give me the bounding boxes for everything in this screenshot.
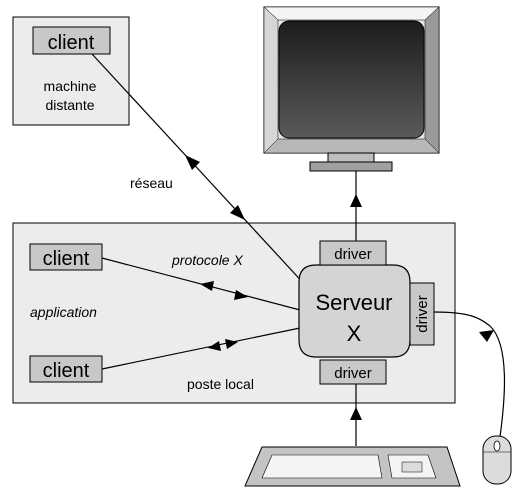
remote-machine-label-line1: machine xyxy=(44,78,97,94)
driver-bottom-box xyxy=(319,359,387,385)
local-client-bottom: client xyxy=(29,355,103,383)
remote-client-box xyxy=(32,26,111,55)
monitor-neck xyxy=(327,152,375,163)
keyboard-to-server-link xyxy=(350,384,362,446)
server-to-monitor-arrow xyxy=(350,194,362,207)
network-arrow-up xyxy=(185,155,200,170)
monitor-base xyxy=(309,161,393,172)
mouse-cable-arrow xyxy=(479,330,494,342)
local-client-bottom-box xyxy=(29,355,103,383)
mouse-icon xyxy=(482,435,512,485)
driver-bottom-label: driver xyxy=(334,365,372,382)
network-connection xyxy=(91,53,308,288)
driver-top-label: driver xyxy=(334,246,372,263)
monitor-bezel-bottom xyxy=(263,138,440,154)
network-arrow-down xyxy=(230,205,245,220)
driver-right-box xyxy=(409,282,435,346)
mouse-body xyxy=(482,435,512,485)
x-server-label-line1: Serveur xyxy=(315,290,392,315)
mouse-cable xyxy=(433,311,506,438)
driver-right-label: driver xyxy=(414,295,431,333)
keyboard-keys-main xyxy=(261,454,383,479)
monitor xyxy=(263,6,440,172)
mouse-to-server-link xyxy=(433,311,506,438)
keyboard xyxy=(244,446,461,487)
x-server-body xyxy=(298,264,411,358)
local-client-bottom-label: client xyxy=(43,360,90,382)
local-connection-top xyxy=(101,257,301,311)
network-label: réseau xyxy=(130,175,173,191)
monitor-bezel-right xyxy=(424,6,440,154)
remote-machine-label-line2: distante xyxy=(45,97,94,113)
local-client-top-box xyxy=(29,243,103,271)
x-server-label-line2: X xyxy=(347,321,362,346)
local-arrow-top-left xyxy=(200,281,214,291)
local-post-label: poste local xyxy=(187,376,254,392)
local-arrow-bottom-right xyxy=(225,339,238,349)
local-client-top: client xyxy=(29,243,103,271)
x-server: Serveur X driver driver driver xyxy=(298,240,435,385)
protocol-label: protocole X xyxy=(171,252,243,268)
application-label: application xyxy=(30,304,97,320)
local-connection-bottom xyxy=(101,327,301,370)
monitor-screen xyxy=(278,20,425,139)
local-line-bottom xyxy=(101,327,301,370)
keyboard-to-server-arrow xyxy=(350,407,362,420)
local-arrow-bottom-left xyxy=(208,341,221,351)
driver-top-box xyxy=(319,240,387,266)
monitor-bezel-top xyxy=(263,6,440,21)
mouse-wheel xyxy=(493,440,501,452)
server-to-monitor-link xyxy=(350,171,362,241)
keyboard-numpad-key xyxy=(401,461,423,473)
remote-machine: client machine distante xyxy=(12,16,130,126)
local-client-top-label: client xyxy=(43,248,90,270)
local-arrow-top-right xyxy=(234,290,248,300)
monitor-bezel-left xyxy=(263,6,279,154)
network-line xyxy=(91,53,308,288)
remote-client-label: client xyxy=(48,32,95,54)
